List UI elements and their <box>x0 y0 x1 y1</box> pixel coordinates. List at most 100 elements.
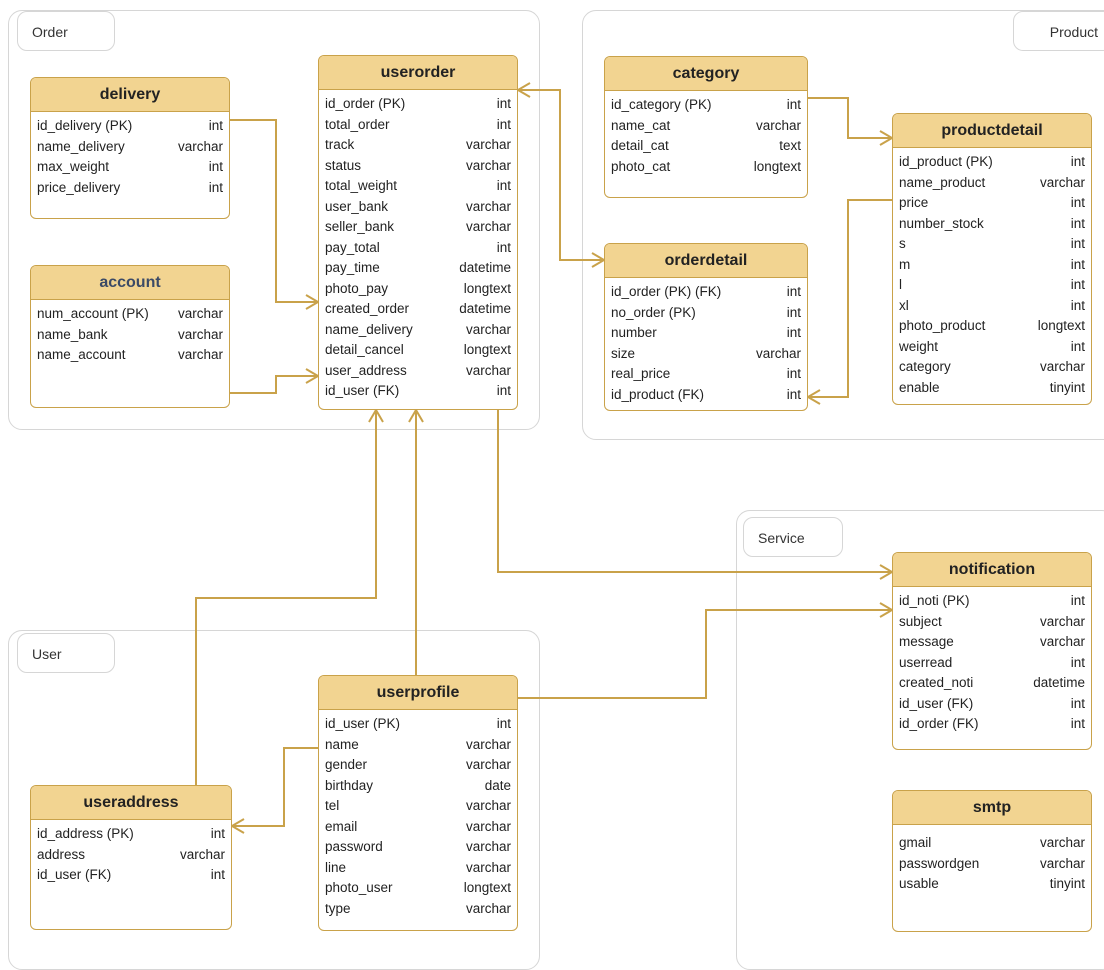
field-type: date <box>484 777 511 793</box>
field-type: varchar <box>1039 613 1085 629</box>
field-name: detail_cat <box>611 138 669 153</box>
field-name: photo_user <box>325 880 393 895</box>
group-label-product: Product <box>1013 11 1104 51</box>
field-name: passwordgen <box>899 855 980 871</box>
field-type: varchar <box>177 326 223 342</box>
rel-category-productdetail <box>808 97 892 139</box>
field-name: id_product (PK) <box>899 154 993 169</box>
entity-field-row: detail_cat text <box>611 136 801 157</box>
field-name: pay_total <box>325 239 380 255</box>
field-name: id_address (PK) <box>37 826 134 841</box>
field-name: id_user (PK) <box>325 716 401 731</box>
field-type: int <box>496 178 511 193</box>
entity-field-row: id_user (PK)int <box>325 714 511 735</box>
field-name: track <box>325 137 355 152</box>
field-type: int <box>1070 297 1085 313</box>
rel-userorder-notification <box>497 410 892 573</box>
field-type: int <box>210 826 225 841</box>
field-type: varchar <box>1039 835 1085 850</box>
rel-userprofile-useraddress <box>232 747 318 827</box>
field-name: line <box>325 859 347 875</box>
crowfoot-icon <box>231 818 245 834</box>
field-name: number <box>611 325 657 340</box>
field-type: int <box>1070 593 1085 608</box>
field-name: address <box>37 846 86 862</box>
field-type: varchar <box>465 362 511 378</box>
rel-userprofile-notification <box>518 609 892 699</box>
entity-field-row: id_order (PK) (FK)int <box>611 282 801 303</box>
entity-field-row: number int <box>611 323 801 344</box>
field-type: longtext <box>1037 318 1085 333</box>
group-product: Product <box>582 10 1104 440</box>
crowfoot-icon <box>879 564 893 580</box>
field-name: name_account <box>37 347 126 362</box>
field-type: int <box>1070 215 1085 231</box>
field-name: num_account (PK) <box>37 306 149 321</box>
field-name: user_address <box>325 362 407 378</box>
rel-delivery-userorder <box>230 119 318 303</box>
field-type: varchar <box>179 846 225 862</box>
field-name: created_noti <box>899 675 974 690</box>
field-name: name_cat <box>611 117 671 133</box>
field-type: int <box>1070 236 1085 251</box>
field-type: int <box>786 366 801 381</box>
entity-field-row: id_order (FK)int <box>899 714 1085 735</box>
entity-field-row: no_order (PK)int <box>611 303 801 324</box>
field-type: varchar <box>177 306 223 321</box>
field-type: int <box>786 325 801 340</box>
field-name: total_weight <box>325 178 398 193</box>
entity-field-row: total_weight int <box>325 176 511 197</box>
field-name: l <box>899 277 902 292</box>
entity-field-row: name_bank varchar <box>37 325 223 346</box>
entity-title: productdetail <box>893 114 1091 148</box>
group-label-order: Order <box>17 11 115 51</box>
rel-productdetail-orderdetail <box>808 199 892 398</box>
entity-title: userprofile <box>319 676 517 710</box>
field-type: varchar <box>177 138 223 154</box>
field-name: id_order (PK) <box>325 96 406 111</box>
field-name: total_order <box>325 116 390 132</box>
field-name: id_noti (PK) <box>899 593 970 608</box>
field-type: int <box>1070 716 1085 731</box>
field-type: longtext <box>463 280 511 296</box>
field-type: int <box>1070 338 1085 354</box>
field-name: status <box>325 157 362 173</box>
field-name: name_delivery <box>37 138 125 154</box>
field-type: text <box>779 138 801 153</box>
field-name: created_order <box>325 301 410 316</box>
field-type: int <box>496 383 511 398</box>
crowfoot-icon <box>517 82 531 98</box>
field-name: name_bank <box>37 326 108 342</box>
